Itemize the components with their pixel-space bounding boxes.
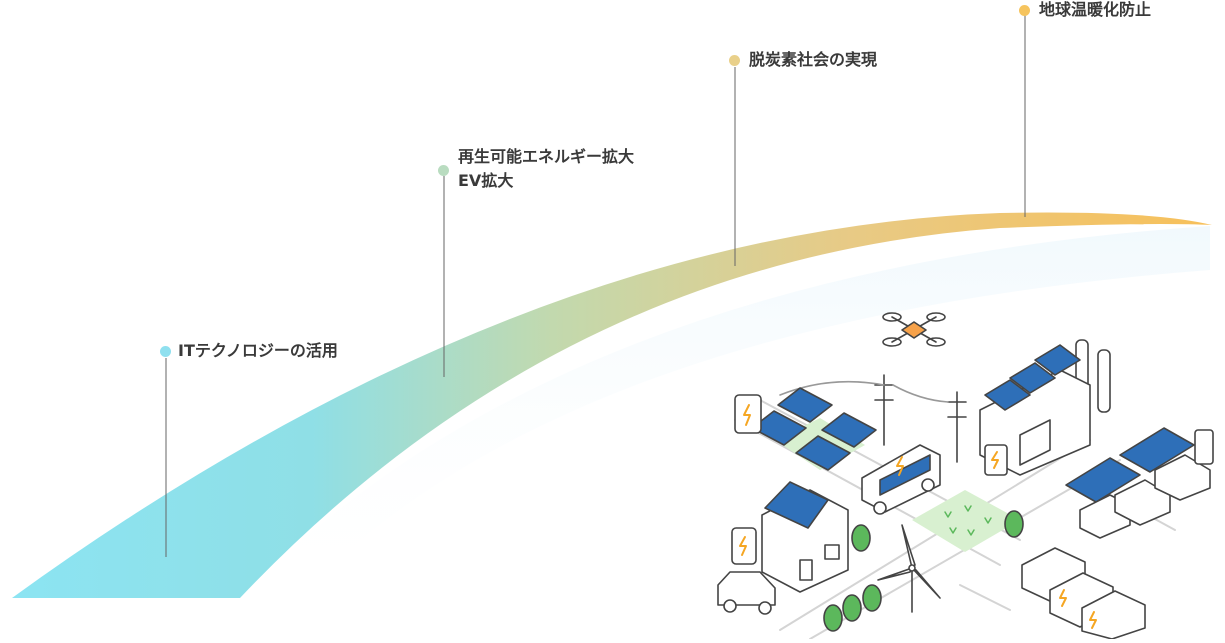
grass-patch bbox=[912, 490, 1020, 552]
milestone-text: 脱炭素社会の実現 bbox=[749, 50, 878, 69]
ev-car bbox=[717, 571, 776, 615]
milestone-dot bbox=[729, 55, 740, 66]
milestone-dot bbox=[438, 165, 449, 176]
trees bbox=[823, 510, 1024, 632]
grass-sprouts bbox=[944, 505, 992, 536]
city-illustration bbox=[717, 312, 1214, 640]
wind-turbine bbox=[877, 524, 941, 613]
milestone-text: EV拡大 bbox=[458, 171, 514, 190]
milestone-label-it: ITテクノロジーの活用 bbox=[178, 339, 338, 363]
battery-storage bbox=[1021, 547, 1146, 640]
milestone-dot bbox=[1019, 5, 1030, 16]
milestone-text: 地球温暖化防止 bbox=[1039, 0, 1152, 19]
milestone-text: ITテクノロジーの活用 bbox=[178, 341, 338, 360]
utility-pole bbox=[779, 374, 967, 463]
solar-field bbox=[751, 387, 877, 471]
milestone-label-renewable: 再生可能エネルギー拡大 EV拡大 bbox=[458, 145, 634, 193]
growth-band bbox=[12, 212, 1212, 598]
milestone-label-decarbonization: 脱炭素社会の実現 bbox=[749, 48, 877, 72]
milestone-text: 再生可能エネルギー拡大 bbox=[458, 147, 635, 166]
house-solar bbox=[761, 481, 849, 593]
drone bbox=[882, 312, 946, 347]
battery-station bbox=[734, 394, 762, 434]
ev-bus bbox=[861, 444, 941, 515]
milestone-label-global-warming: 地球温暖化防止 bbox=[1039, 0, 1151, 22]
charging-station bbox=[731, 527, 757, 565]
factory bbox=[979, 339, 1111, 476]
solar-carport bbox=[1065, 427, 1214, 539]
band-glow bbox=[240, 226, 1210, 598]
milestone-dot bbox=[160, 346, 171, 357]
